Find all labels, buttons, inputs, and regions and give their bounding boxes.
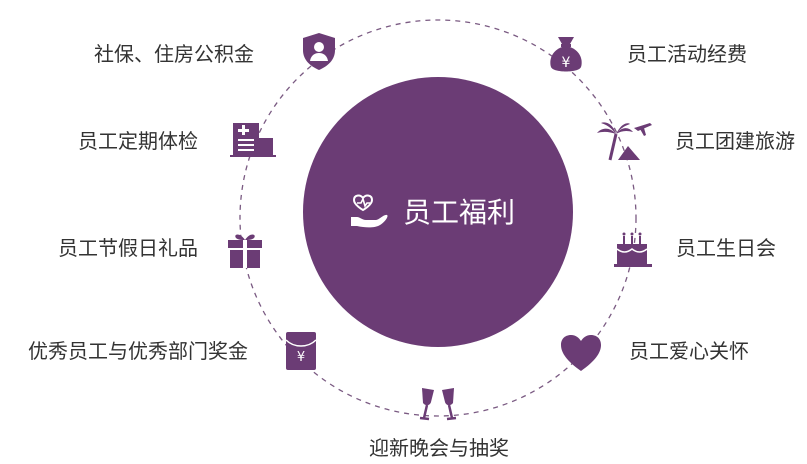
center-title: 员工福利 bbox=[403, 196, 515, 229]
birthday-cake-icon bbox=[614, 232, 652, 267]
item-team-travel: 员工团建旅游 bbox=[597, 122, 795, 161]
item-label: 优秀员工与优秀部门奖金 bbox=[28, 339, 248, 363]
dashed-ring bbox=[239, 19, 637, 417]
item-label: 员工定期体检 bbox=[78, 129, 198, 153]
item-new-year-party: 迎新晚会与抽奖 bbox=[369, 388, 509, 460]
item-social-security: 社保、住房公积金 bbox=[94, 33, 335, 70]
item-excellence-bonus: ¥ 优秀员工与优秀部门奖金 bbox=[28, 332, 317, 370]
palm-plane-icon bbox=[597, 122, 652, 161]
item-label: 员工团建旅游 bbox=[675, 129, 795, 153]
shield-user-icon bbox=[303, 33, 335, 70]
item-label: 迎新晚会与抽奖 bbox=[369, 436, 509, 460]
heart-icon bbox=[561, 335, 601, 371]
item-label: 员工生日会 bbox=[676, 236, 776, 260]
item-label: 社保、住房公积金 bbox=[94, 42, 254, 66]
item-holiday-gifts: 员工节假日礼品 bbox=[58, 234, 262, 268]
item-care: 员工爱心关怀 bbox=[561, 335, 749, 371]
heart-hand-icon bbox=[351, 194, 388, 228]
gift-icon bbox=[228, 234, 262, 268]
center-circle bbox=[303, 77, 573, 347]
item-label: 员工节假日礼品 bbox=[58, 236, 198, 260]
item-health-checkup: 员工定期体检 bbox=[78, 123, 276, 157]
hospital-icon bbox=[230, 123, 276, 157]
item-activity-funds: ¥ 员工活动经费 bbox=[550, 37, 747, 72]
item-label: 员工活动经费 bbox=[627, 42, 747, 66]
wine-glasses-icon bbox=[419, 388, 457, 421]
item-birthday-party: 员工生日会 bbox=[614, 232, 776, 267]
svg-text:¥: ¥ bbox=[297, 350, 305, 365]
item-label: 员工爱心关怀 bbox=[629, 339, 749, 363]
svg-text:¥: ¥ bbox=[562, 55, 571, 71]
money-bag-icon: ¥ bbox=[550, 37, 582, 72]
red-envelope-icon: ¥ bbox=[285, 332, 317, 370]
